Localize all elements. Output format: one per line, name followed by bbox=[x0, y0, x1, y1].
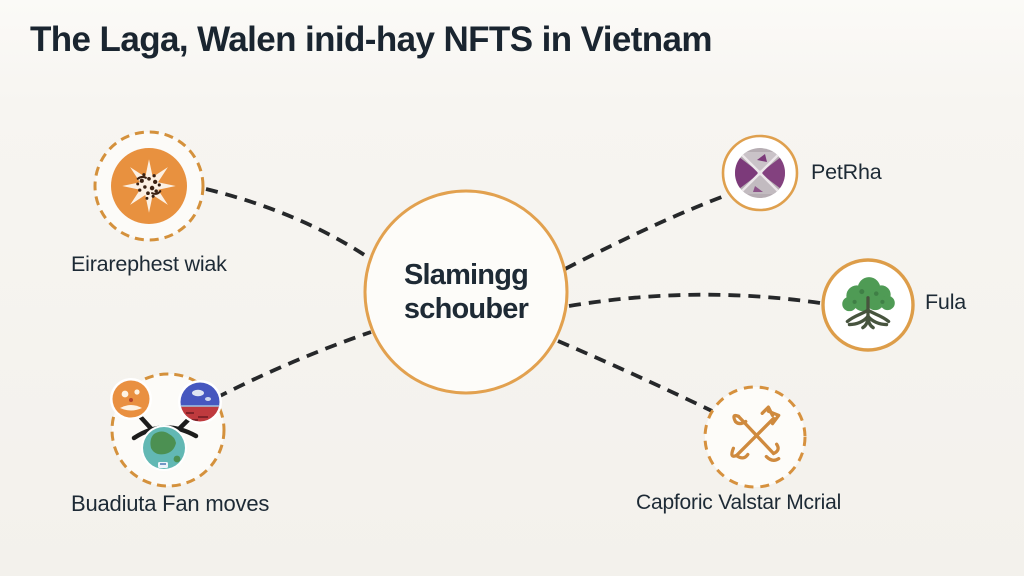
node-label-eirarephest: Eirarephest wiak bbox=[71, 252, 227, 276]
connector-bottomright bbox=[557, 339, 713, 413]
tree-icon bbox=[842, 277, 895, 330]
central-node-line2: schouber bbox=[403, 293, 529, 325]
central-node-ring bbox=[363, 189, 569, 395]
crossed-arrows-icon bbox=[730, 405, 781, 462]
page-title: The Laga, Walen inid-hay NFTS in Vietnam bbox=[30, 20, 713, 59]
node-label-fula: Fula bbox=[925, 290, 967, 314]
connector-midright bbox=[568, 292, 821, 308]
starburst-seeds-icon bbox=[111, 148, 187, 224]
connector-topleft bbox=[205, 187, 371, 260]
connector-bottomleft bbox=[215, 330, 372, 400]
central-node-line1: Slamingg bbox=[403, 258, 529, 291]
connector-topright bbox=[564, 193, 728, 271]
purple-pinwheel-icon bbox=[735, 148, 785, 198]
globe-network-icon bbox=[110, 378, 222, 471]
node-label-buadiuta: Buadiuta Fan moves bbox=[71, 491, 270, 516]
central-node: Slamingg schouber bbox=[365, 191, 567, 393]
connector-lines bbox=[205, 187, 821, 413]
node-label-petrha: PetRha bbox=[811, 160, 882, 184]
node-label-capforic: Capforic Valstar Mcrial bbox=[636, 491, 842, 514]
